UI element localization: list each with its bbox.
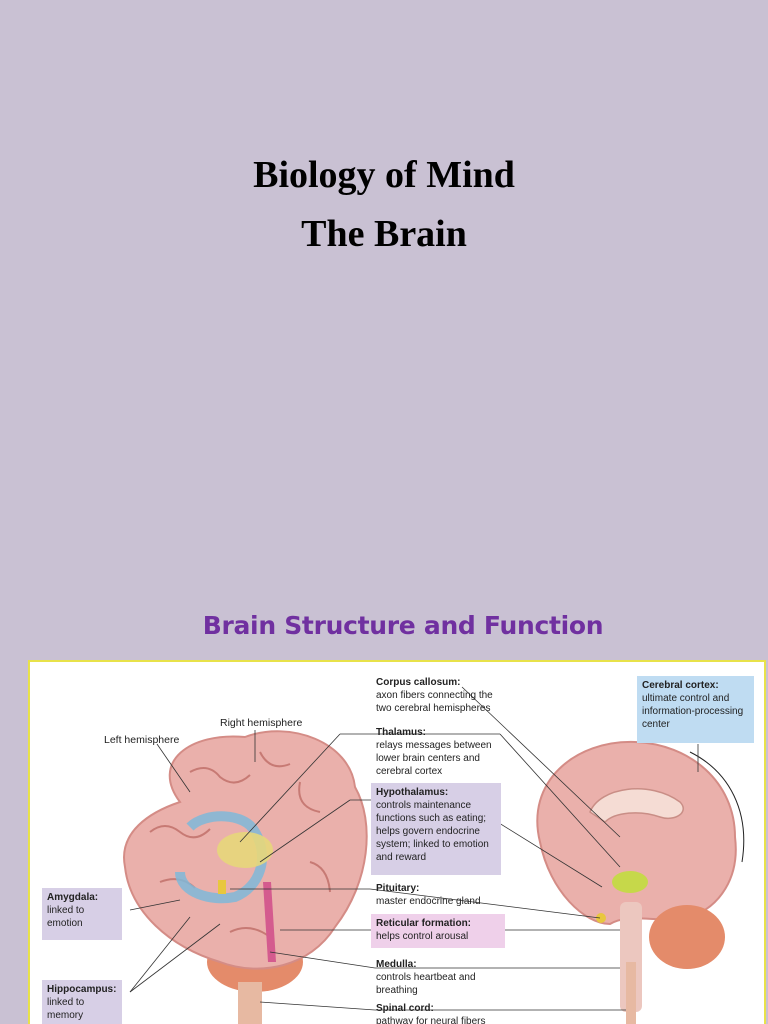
right-hemisphere-label: Right hemisphere bbox=[220, 717, 303, 729]
hypothalamus-label: Hypothalamus: controls maintenance funct… bbox=[371, 783, 501, 875]
left-hemisphere-label: Left hemisphere bbox=[104, 734, 180, 746]
thalamus-desc: relays messages between lower brain cent… bbox=[376, 740, 492, 777]
slide-title-line-2: The Brain bbox=[301, 213, 467, 255]
corpus-callosum-label: Corpus callosum: axon fibers connecting … bbox=[376, 676, 506, 715]
right-brain-drawing bbox=[536, 740, 745, 1024]
figure-subtitle: Brain Structure and Function bbox=[202, 611, 604, 640]
medulla-label: Medulla: controls heartbeat and breathin… bbox=[376, 958, 506, 997]
leader-lines bbox=[129, 686, 699, 1011]
amygdala-name: Amygdala: bbox=[47, 892, 99, 903]
left-brain-drawing bbox=[123, 730, 368, 1024]
amygdala-label: Amygdala: linked to emotion bbox=[42, 888, 122, 940]
spinal-cord-name: Spinal cord: bbox=[376, 1003, 434, 1014]
thalamus-label: Thalamus: relays messages between lower … bbox=[376, 726, 506, 778]
hypothalamus-desc: controls maintenance functions such as e… bbox=[376, 800, 489, 863]
slide-title-line-1: Biology of Mind bbox=[253, 154, 515, 196]
thalamus-name: Thalamus: bbox=[376, 727, 427, 738]
spinal-cord-label: Spinal cord: pathway for neural fibers bbox=[376, 1002, 516, 1024]
hippocampus-name: Hippocampus: bbox=[47, 984, 117, 995]
hypothalamus-name: Hypothalamus: bbox=[376, 787, 449, 798]
pituitary-label: Pituitary: master endocrine gland bbox=[376, 882, 506, 908]
brain-illustration bbox=[123, 686, 745, 1024]
reticular-formation-name: Reticular formation: bbox=[376, 918, 472, 929]
amygdala-desc: linked to emotion bbox=[47, 905, 85, 929]
corpus-callosum-name: Corpus callosum: bbox=[376, 677, 461, 688]
hippocampus-desc: linked to memory bbox=[47, 997, 85, 1021]
cerebral-cortex-desc: ultimate control and information-process… bbox=[642, 693, 744, 730]
cerebral-cortex-label: Cerebral cortex: ultimate control and in… bbox=[637, 676, 754, 743]
cerebral-cortex-name: Cerebral cortex: bbox=[642, 680, 719, 691]
medulla-desc: controls heartbeat and breathing bbox=[376, 972, 476, 996]
pituitary-name: Pituitary: bbox=[376, 883, 420, 894]
spinal-cord-desc: pathway for neural fibers bbox=[376, 1016, 486, 1024]
medulla-name: Medulla: bbox=[376, 959, 417, 970]
corpus-callosum-desc: axon fibers connecting the two cerebral … bbox=[376, 690, 493, 714]
hippocampus-label: Hippocampus: linked to memory bbox=[42, 980, 122, 1024]
pituitary-desc: master endocrine gland bbox=[376, 896, 481, 907]
reticular-formation-label: Reticular formation: helps control arous… bbox=[371, 914, 505, 948]
reticular-formation-desc: helps control arousal bbox=[376, 931, 469, 942]
brain-diagram: Left hemisphere Right hemisphere Amygdal… bbox=[28, 660, 766, 1024]
